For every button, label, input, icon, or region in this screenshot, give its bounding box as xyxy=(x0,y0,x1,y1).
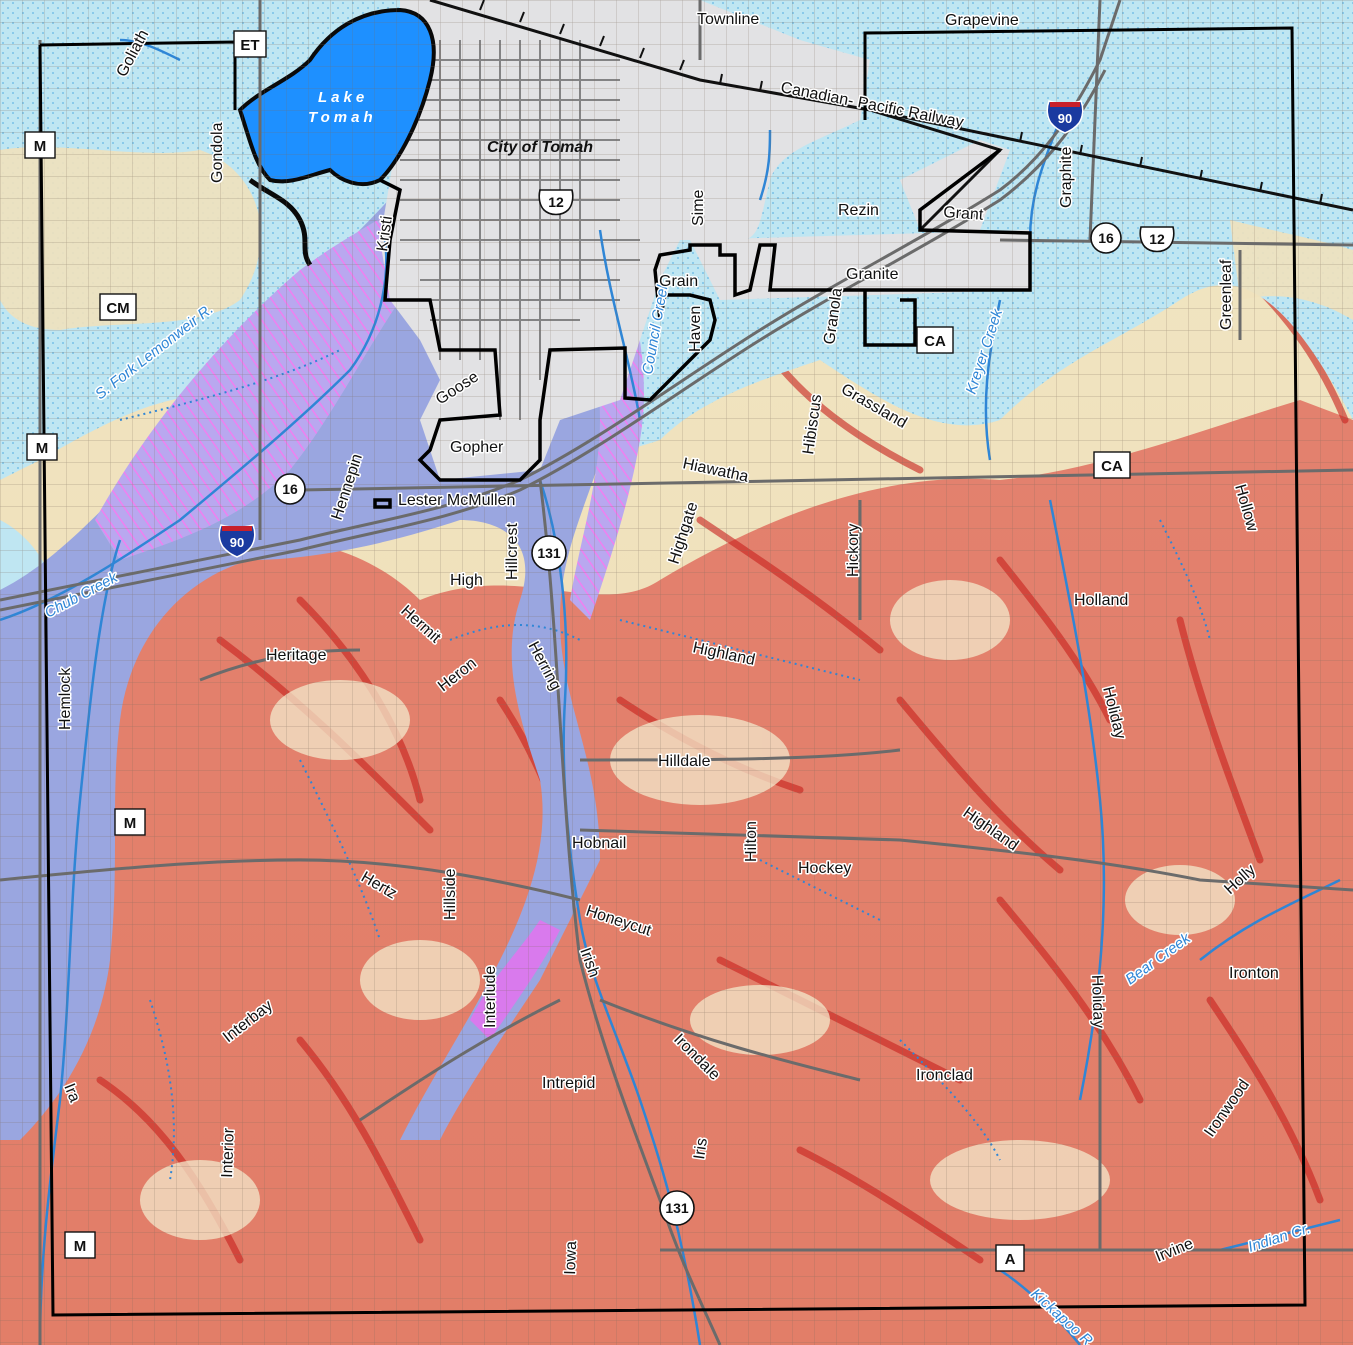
road-townline: Townline xyxy=(697,11,759,28)
state-shield-16-b: 16 xyxy=(1090,222,1122,254)
county-road-icon xyxy=(995,1244,1025,1272)
road-lester-mcmullen: Lester McMullen xyxy=(398,492,515,509)
road-holland: Holland xyxy=(1074,592,1128,609)
state-shield-icon xyxy=(659,1190,695,1226)
road-iowa: Iowa xyxy=(562,1241,580,1275)
us-shield-icon xyxy=(538,189,574,216)
county-road-m-3: M xyxy=(114,808,146,836)
us-shield-2: 12 xyxy=(1139,226,1175,253)
road-hilton: Hilton xyxy=(743,821,760,862)
state-shield-131-b: 131 xyxy=(659,1190,695,1226)
road-rezin: Rezin xyxy=(838,202,879,219)
lake-label-line1: Lake xyxy=(318,89,368,106)
interstate-shield-2: 90 xyxy=(1046,100,1084,134)
road-interlude: Interlude xyxy=(482,966,499,1028)
state-route-number: 131 xyxy=(665,1200,689,1216)
road-interior: Interior xyxy=(219,1127,238,1178)
road-hockey: Hockey xyxy=(798,860,851,877)
road-greenleaf: Greenleaf xyxy=(1218,259,1235,330)
county-road-icon xyxy=(24,131,56,159)
county-road-letter: CA xyxy=(924,333,946,350)
county-road-icon xyxy=(114,808,146,836)
state-shield-icon xyxy=(531,535,567,571)
county-road-m-1: M xyxy=(24,131,56,159)
road-hillside: Hillside xyxy=(442,868,459,920)
interstate-shield-icon xyxy=(218,524,256,558)
road-iris: Iris xyxy=(691,1137,711,1160)
us-shield-1: 12 xyxy=(538,189,574,216)
county-road-letter: M xyxy=(74,1238,87,1255)
county-road-ca-2: CA xyxy=(1093,451,1131,479)
county-road-letter: CM xyxy=(106,300,129,317)
county-road-m-4: M xyxy=(64,1231,96,1259)
county-road-letter: A xyxy=(1005,1251,1016,1268)
road-holiday-2: Holiday xyxy=(1088,975,1107,1029)
county-road-cm: CM xyxy=(99,293,137,321)
road-grapevine: Grapevine xyxy=(945,12,1019,29)
road-haven: Haven xyxy=(687,306,704,352)
county-road-ca-1: CA xyxy=(916,326,954,354)
road-hillcrest: Hillcrest xyxy=(504,523,521,580)
interstate-number: 90 xyxy=(230,535,244,550)
road-hemlock: Hemlock xyxy=(57,667,74,730)
road-granite: Granite xyxy=(846,266,899,283)
county-road-icon xyxy=(64,1231,96,1259)
county-road-icon xyxy=(1093,451,1131,479)
road-hickory: Hickory xyxy=(845,524,862,577)
county-road-m-2: M xyxy=(26,433,58,461)
state-route-number: 131 xyxy=(537,545,561,561)
state-route-number: 16 xyxy=(282,481,298,497)
road-grant: Grant xyxy=(943,204,985,224)
road-gondola: Gondola xyxy=(209,122,226,183)
state-shield-icon xyxy=(1090,222,1122,254)
city-label: City of Tomah xyxy=(487,139,593,156)
state-shield-131-a: 131 xyxy=(531,535,567,571)
county-road-letter: ET xyxy=(240,37,259,54)
county-road-letter: M xyxy=(34,138,47,155)
road-ironclad: Ironclad xyxy=(916,1067,973,1084)
county-road-a: A xyxy=(995,1244,1025,1272)
interstate-shield-icon xyxy=(1046,100,1084,134)
county-road-et: ET xyxy=(233,30,267,58)
road-hilldale: Hilldale xyxy=(658,753,711,770)
interstate-shield-1: 90 xyxy=(218,524,256,558)
interstate-number: 90 xyxy=(1058,111,1072,126)
county-road-letter: M xyxy=(36,440,49,457)
lake-label-line2: Tomah xyxy=(308,109,377,126)
road-hobnail: Hobnail xyxy=(572,835,626,852)
us-shield-icon xyxy=(1139,226,1175,253)
road-high: High xyxy=(450,572,483,589)
county-road-icon xyxy=(916,326,954,354)
state-route-number: 16 xyxy=(1098,230,1114,246)
state-shield-icon xyxy=(274,473,306,505)
state-shield-16-a: 16 xyxy=(274,473,306,505)
city-boundary xyxy=(373,148,1032,509)
county-road-letter: CA xyxy=(1101,458,1123,475)
county-road-icon xyxy=(233,30,267,58)
county-road-letter: M xyxy=(124,815,137,832)
road-ironton: Ironton xyxy=(1229,965,1279,982)
road-heritage: Heritage xyxy=(266,647,327,664)
road-sime: Sime xyxy=(690,189,707,226)
road-kristi: Kristi xyxy=(374,215,396,253)
county-road-icon xyxy=(99,293,137,321)
road-gopher: Gopher xyxy=(450,439,504,456)
road-graphite: Graphite xyxy=(1058,147,1075,208)
road-intrepid: Intrepid xyxy=(542,1075,595,1092)
us-route-number: 12 xyxy=(548,194,564,210)
county-road-icon xyxy=(26,433,58,461)
us-route-number: 12 xyxy=(1149,231,1165,247)
road-grain: Grain xyxy=(659,273,698,290)
